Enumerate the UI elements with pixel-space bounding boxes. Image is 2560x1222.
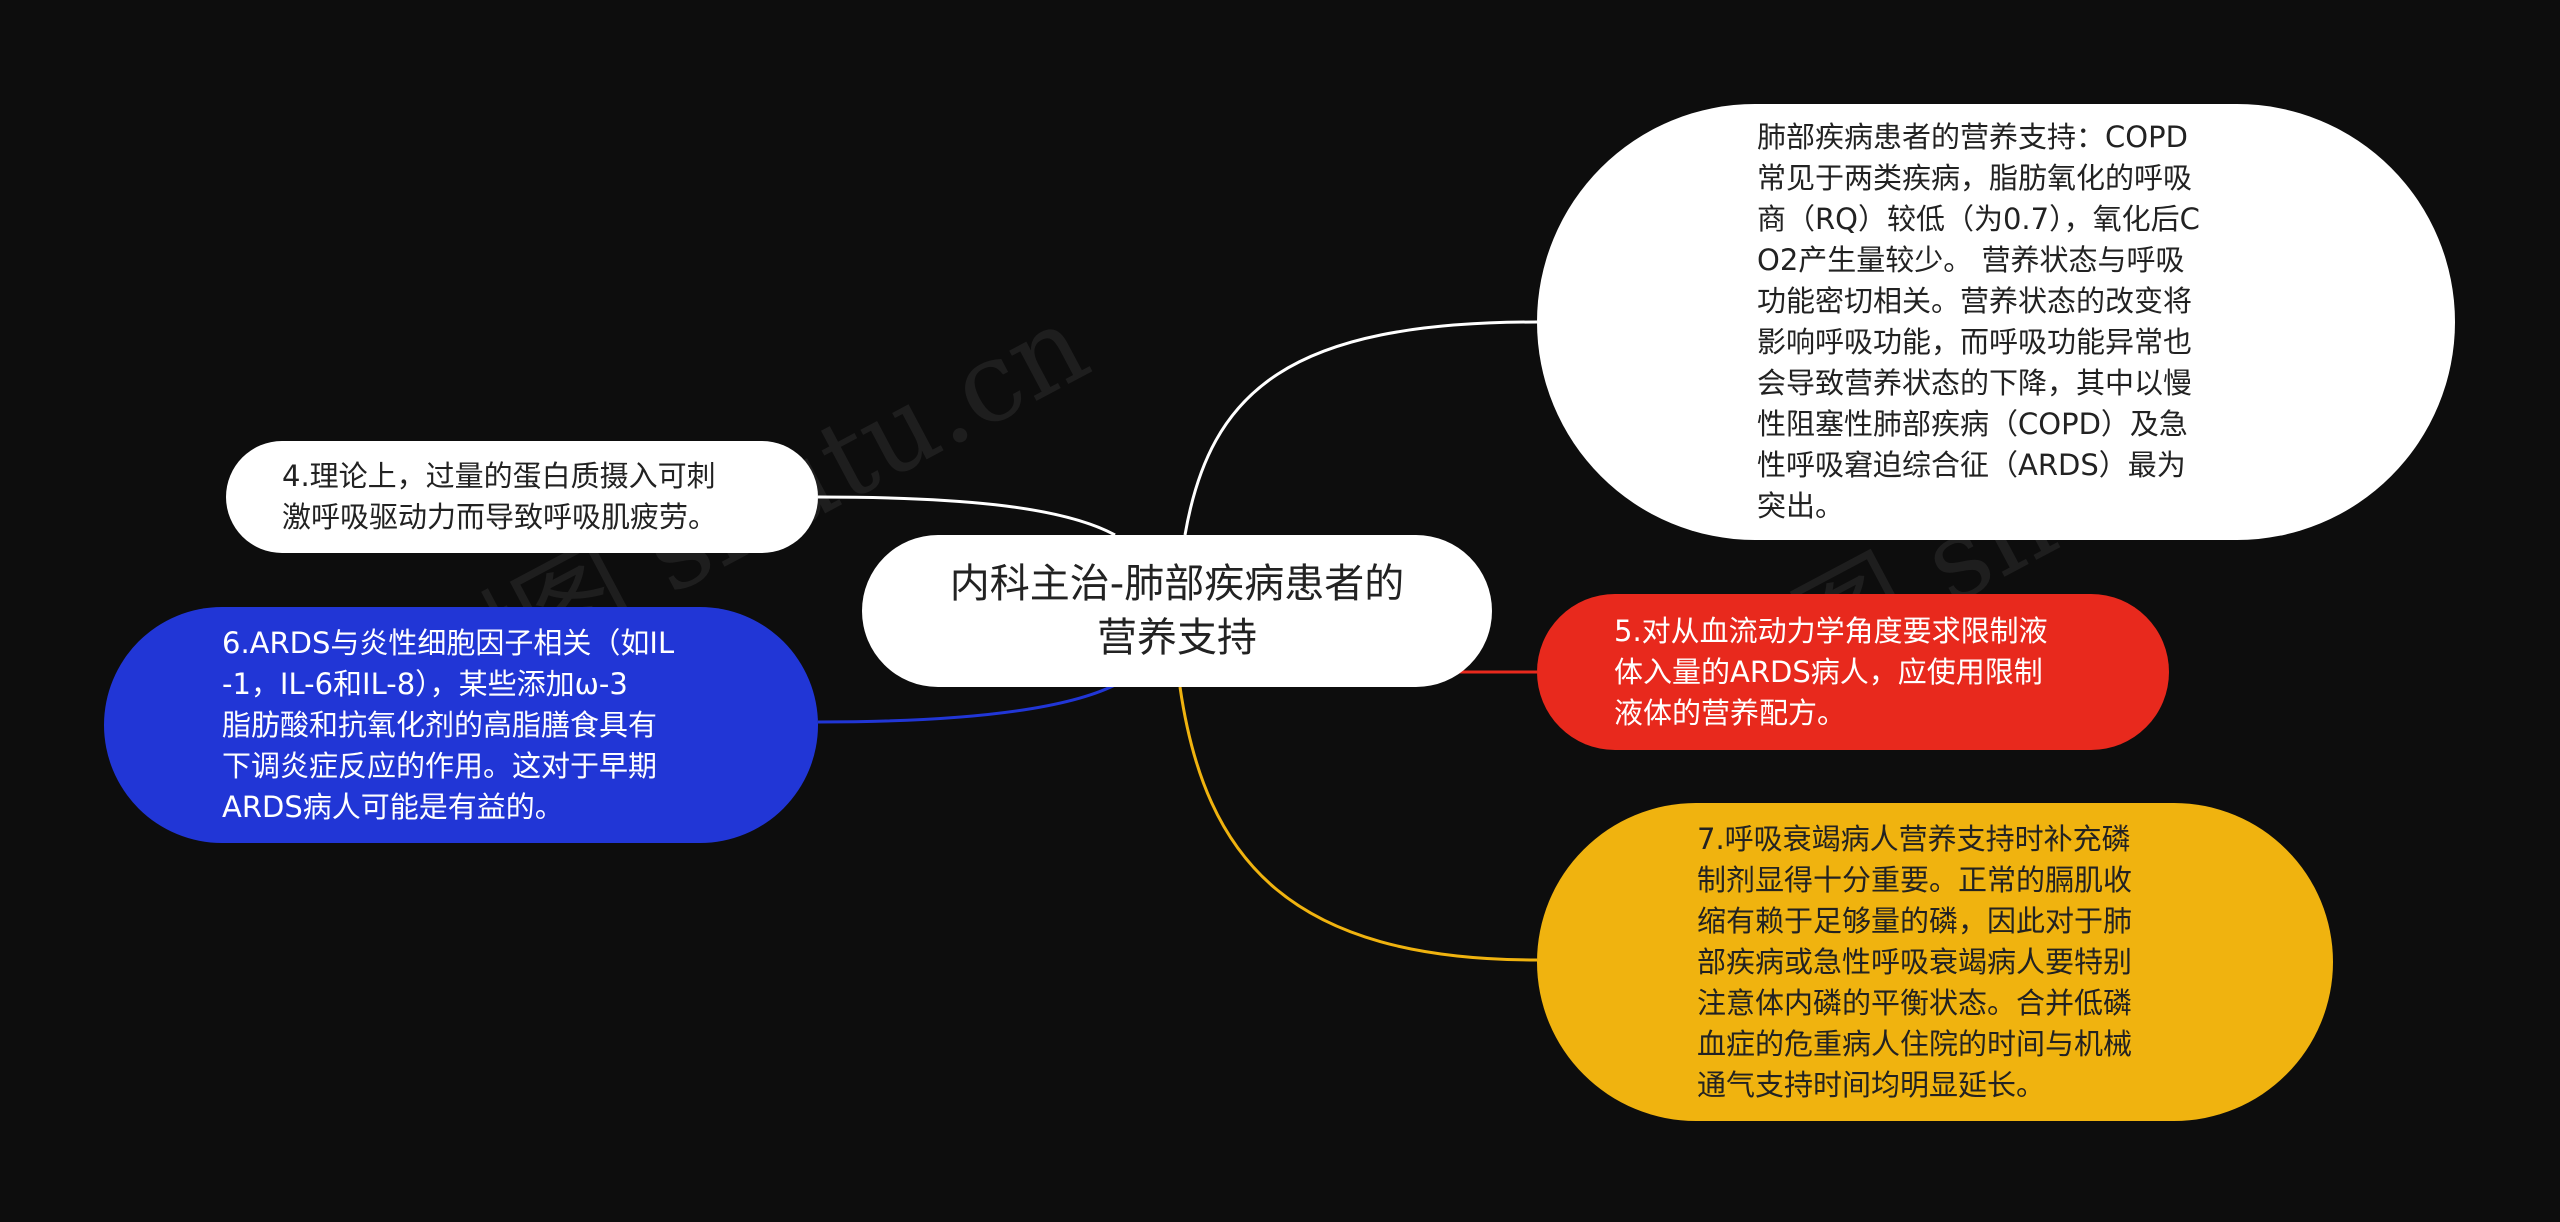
link-center-to-ards	[817, 683, 1116, 724]
link-center-to-copd	[1183, 320, 1538, 536]
protein-intake-node[interactable]: 4.理论上，过量的蛋白质摄入可刺 激呼吸驱动力而导致呼吸肌疲劳。	[226, 441, 818, 553]
phosphorus-text: 7.呼吸衰竭病人营养支持时补充磷 制剂显得十分重要。正常的膈肌收 缩有赖于足够量…	[1697, 821, 2133, 1102]
ards-cytokine-node[interactable]: 6.ARDS与炎性细胞因子相关（如IL -1，IL-6和IL-8），某些添加ω-…	[104, 607, 818, 843]
ards-cytokine-text: 6.ARDS与炎性细胞因子相关（如IL -1，IL-6和IL-8），某些添加ω-…	[222, 625, 675, 824]
central-topic-node[interactable]: 内科主治-肺部疾病患者的 营养支持	[862, 535, 1492, 687]
fluid-restriction-node[interactable]: 5.对从血流动力学角度要求限制液 体入量的ARDS病人，应使用限制 液体的营养配…	[1537, 594, 2169, 750]
link-center-to-phosphorus	[1178, 686, 1538, 962]
copd-nutrition-text: 肺部疾病患者的营养支持：COPD 常见于两类疾病，脂肪氧化的呼吸 商（RQ）较低…	[1757, 120, 2200, 523]
copd-nutrition-node[interactable]: 肺部疾病患者的营养支持：COPD 常见于两类疾病，脂肪氧化的呼吸 商（RQ）较低…	[1537, 104, 2455, 540]
fluid-restriction-text: 5.对从血流动力学角度要求限制液 体入量的ARDS病人，应使用限制 液体的营养配…	[1614, 613, 2048, 730]
phosphorus-node[interactable]: 7.呼吸衰竭病人营养支持时补充磷 制剂显得十分重要。正常的膈肌收 缩有赖于足够量…	[1537, 803, 2333, 1121]
central-topic-label: 内科主治-肺部疾病患者的 营养支持	[949, 561, 1405, 661]
link-center-to-protein	[817, 495, 1116, 537]
protein-intake-text: 4.理论上，过量的蛋白质摄入可刺 激呼吸驱动力而导致呼吸肌疲劳。	[282, 459, 718, 534]
